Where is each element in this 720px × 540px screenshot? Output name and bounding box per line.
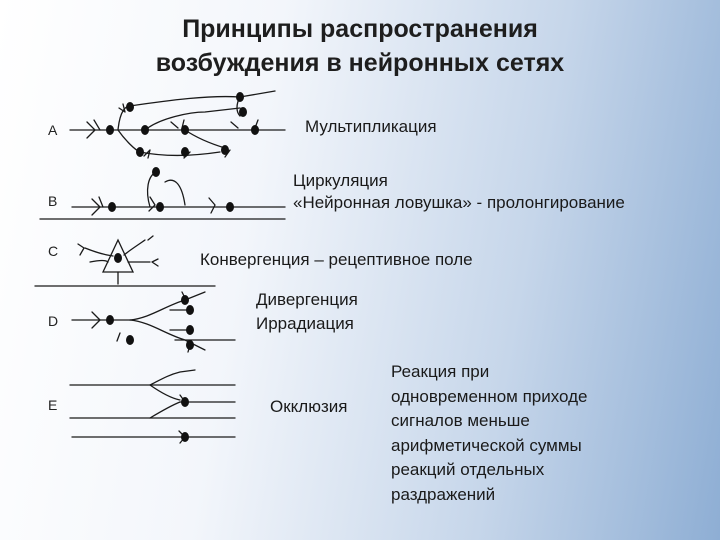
label-circulation-line-1: Циркуляция xyxy=(293,171,388,190)
label-circulation-line-2: «Нейронная ловушка» - пролонгирование xyxy=(293,193,625,212)
label-convergence: Конвергенция – рецептивное поле xyxy=(200,250,473,269)
synapse-dots xyxy=(106,92,259,442)
row-letter-a: A xyxy=(48,122,58,138)
row-letter-b: B xyxy=(48,193,58,209)
diagram-e-occlusion xyxy=(69,339,236,444)
label-occlusion: Окклюзия xyxy=(270,397,348,416)
diagram-c-convergence xyxy=(34,235,216,287)
occlusion-note: Реакция при одновременном приходе сигнал… xyxy=(391,360,588,507)
note-line-4: арифметической суммы xyxy=(391,435,582,455)
label-circulation: Циркуляция «Нейронная ловушка» - пролонг… xyxy=(293,170,625,214)
row-letter-c: C xyxy=(48,243,59,259)
title-line-1: Принципы распространения xyxy=(182,15,538,43)
title-line-2: возбуждения в нейронных сетях xyxy=(155,49,565,77)
note-line-2: одновременном приходе xyxy=(391,386,588,406)
label-divergence-line-1: Дивергенция xyxy=(256,290,358,309)
label-divergence-line-2: Иррадиация xyxy=(256,314,354,333)
diagram-a-multiplication xyxy=(69,90,286,159)
row-letter-e: E xyxy=(48,397,58,413)
note-line-6: раздражений xyxy=(391,484,496,504)
row-letter-d: D xyxy=(48,313,59,329)
note-line-5: реакций отдельных xyxy=(391,460,545,479)
page-title: Принципы распространения возбуждения в н… xyxy=(0,12,720,80)
diagram-b-circulation xyxy=(39,171,286,220)
label-divergence: Дивергенция Иррадиация xyxy=(256,288,358,336)
note-line-3: сигналов меньше xyxy=(391,411,530,430)
label-multiplication: Мультипликация xyxy=(305,117,437,136)
note-line-1: Реакция при xyxy=(391,362,490,381)
